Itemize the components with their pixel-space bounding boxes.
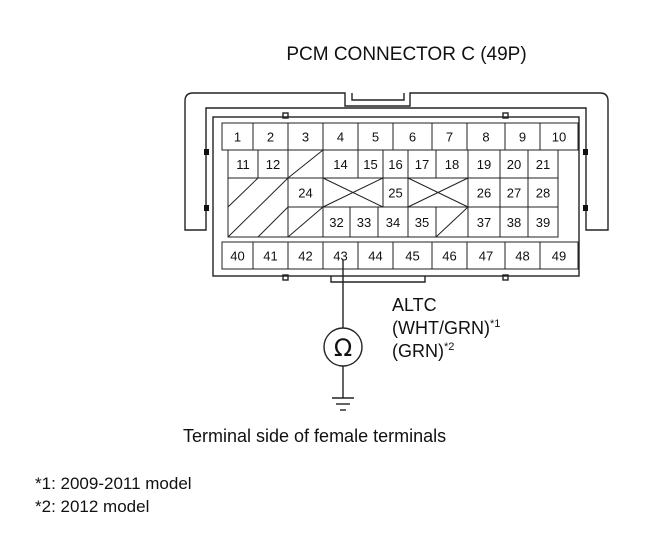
pin-label-4: 4 [337,130,344,145]
pin-label-43: 43 [333,249,347,264]
footnote-1: *1: 2009-2011 model [35,474,192,493]
pin-label-25: 25 [388,186,402,201]
pin-label-26: 26 [477,186,491,201]
pin-label-37: 37 [477,215,491,230]
pin-label-7: 7 [446,130,453,145]
pin-label-15: 15 [363,157,377,172]
pin-label-17: 17 [415,157,429,172]
ohmmeter-symbol [323,327,363,367]
connector-bottom-key [330,276,426,283]
pin-label-47: 47 [479,249,493,264]
connector-title: PCM CONNECTOR C (49P) [286,44,527,65]
pin-label-10: 10 [552,130,566,145]
terminal-side-caption: Terminal side of female terminals [183,426,447,446]
pin-label-18: 18 [445,157,459,172]
pin-label-33: 33 [357,215,371,230]
footnote-2: *2: 2012 model [35,497,150,516]
pin-label-21: 21 [536,157,550,172]
pin-label-27: 27 [507,186,521,201]
pin-label-24: 24 [298,186,312,201]
pin-label-49: 49 [552,249,566,264]
pin-cell-r5-9 [539,241,579,270]
pin-cell-r1-9 [539,122,579,151]
wire-color-2: (GRN)*2 [392,341,455,361]
pin-label-19: 19 [477,157,491,172]
ohm-symbol: Ω [334,334,352,362]
connector-inner-frame [212,116,580,277]
pin-label-9: 9 [519,130,526,145]
pin-label-34: 34 [386,215,400,230]
pin-label-6: 6 [409,130,416,145]
pin-label-12: 12 [266,157,280,172]
pin-label-2: 2 [267,130,274,145]
connector-housing-outer [184,92,609,231]
pin-label-14: 14 [333,157,347,172]
pin-label-3: 3 [302,130,309,145]
pin-label-28: 28 [536,186,550,201]
pin-label-46: 46 [442,249,456,264]
pin-label-11: 11 [236,157,250,172]
pin-label-1: 1 [234,130,241,145]
pin-label-40: 40 [230,249,244,264]
signal-name: ALTC [392,295,437,315]
pin-label-44: 44 [368,249,382,264]
pin-label-48: 48 [515,249,529,264]
pin-label-16: 16 [388,157,402,172]
wire-color-1: (WHT/GRN)*1 [392,318,501,338]
pin-label-41: 41 [263,249,277,264]
pin-label-38: 38 [507,215,521,230]
pin-label-20: 20 [507,157,521,172]
pin-label-32: 32 [329,215,343,230]
pin-label-42: 42 [298,249,312,264]
connector-lock-tab [351,93,405,101]
pin-label-35: 35 [415,215,429,230]
wire-callout: ALTC (WHT/GRN)*1 (GRN)*2 [392,296,500,361]
pin-label-8: 8 [482,130,489,145]
pin-label-5: 5 [372,130,379,145]
pin-label-45: 45 [405,249,419,264]
pin-cell-r4-6 [527,206,559,238]
pin-label-39: 39 [536,215,550,230]
